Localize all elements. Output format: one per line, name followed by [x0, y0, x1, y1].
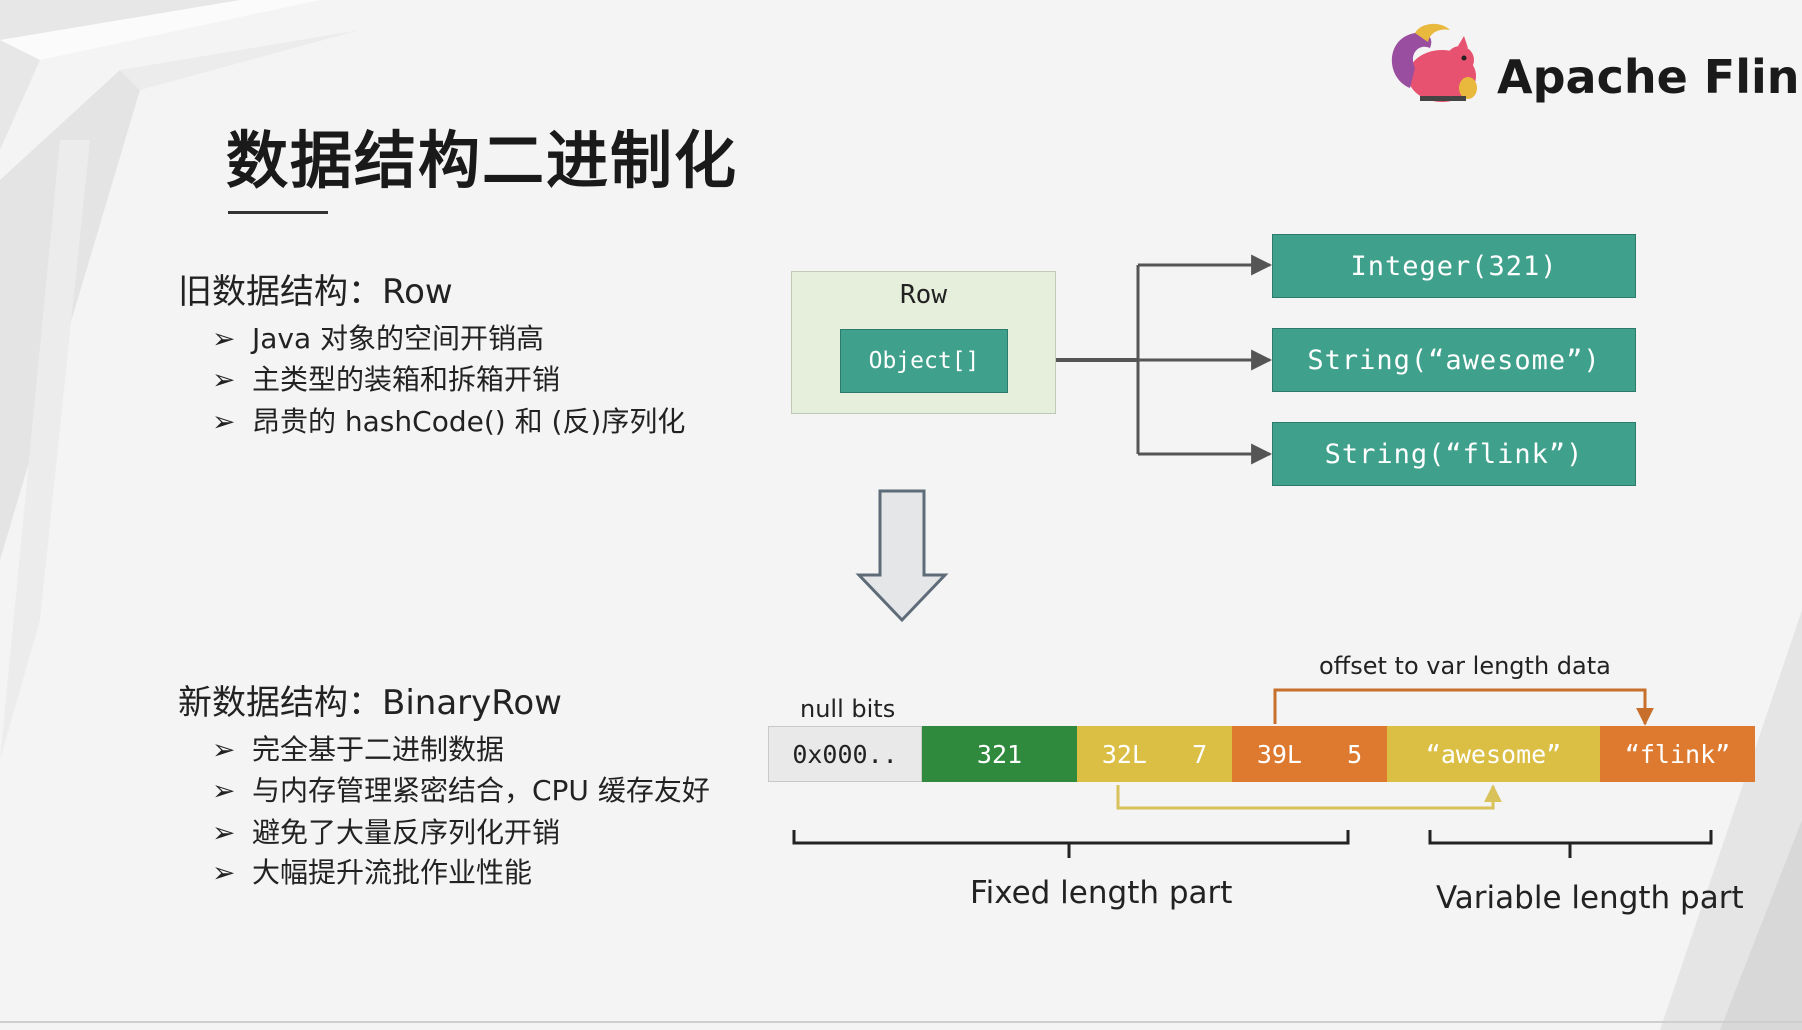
- bullet-arrow-icon: ➢: [212, 816, 236, 849]
- object-array-box: Object[]: [840, 329, 1008, 393]
- cell-offset-flink: 39L 5: [1232, 726, 1387, 782]
- new-bullet-4: ➢大幅提升流批作业性能: [212, 856, 533, 889]
- null-bits-label: null bits: [800, 695, 896, 723]
- new-bullet-3: ➢避免了大量反序列化开销: [212, 816, 561, 849]
- page-title: 数据结构二进制化: [226, 124, 739, 197]
- offset-label: offset to var length data: [1319, 652, 1611, 680]
- cell-flink: “flink”: [1600, 726, 1755, 782]
- flink-squirrel-logo-icon: [1391, 23, 1477, 102]
- bullet-arrow-icon: ➢: [212, 405, 236, 438]
- bullet-arrow-icon: ➢: [212, 322, 236, 355]
- variable-length-brace: [1428, 830, 1713, 858]
- bullet-arrow-icon: ➢: [212, 774, 236, 807]
- pointer-bracket: [1116, 784, 1502, 810]
- old-bullet-2: ➢主类型的装箱和拆箱开销: [212, 363, 561, 396]
- bullet-arrow-icon: ➢: [212, 363, 236, 396]
- row-label: Row: [900, 280, 947, 310]
- string-awesome-field-box: String(“awesome”): [1272, 328, 1636, 392]
- cell-integer: 321: [922, 726, 1077, 782]
- fixed-length-label: Fixed length part: [970, 875, 1233, 911]
- brand-name: Apache Flink: [1497, 50, 1802, 104]
- new-bullet-1: ➢完全基于二进制数据: [212, 733, 505, 766]
- down-arrow-icon: [855, 489, 949, 623]
- cell-awesome: “awesome”: [1387, 726, 1600, 782]
- cell-offset-awesome: 32L 7: [1077, 726, 1232, 782]
- offset-bracket: [1273, 688, 1654, 726]
- cell-null-bits: 0x000..: [768, 726, 922, 782]
- object-to-fields-arrows: [1008, 254, 1273, 465]
- title-underline: [228, 211, 328, 214]
- integer-field-box: Integer(321): [1272, 234, 1636, 298]
- variable-length-label: Variable length part: [1436, 880, 1744, 916]
- bullet-arrow-icon: ➢: [212, 733, 236, 766]
- bullet-arrow-icon: ➢: [212, 856, 236, 889]
- new-structure-heading: 新数据结构：BinaryRow: [178, 683, 562, 723]
- fixed-length-brace: [792, 830, 1350, 858]
- old-structure-heading: 旧数据结构：Row: [178, 272, 453, 312]
- old-bullet-3: ➢昂贵的 hashCode() 和 (反)序列化: [212, 405, 686, 438]
- old-bullet-1: ➢Java 对象的空间开销高: [212, 322, 545, 355]
- string-flink-field-box: String(“flink”): [1272, 422, 1636, 486]
- new-bullet-2: ➢与内存管理紧密结合，CPU 缓存友好: [212, 774, 710, 807]
